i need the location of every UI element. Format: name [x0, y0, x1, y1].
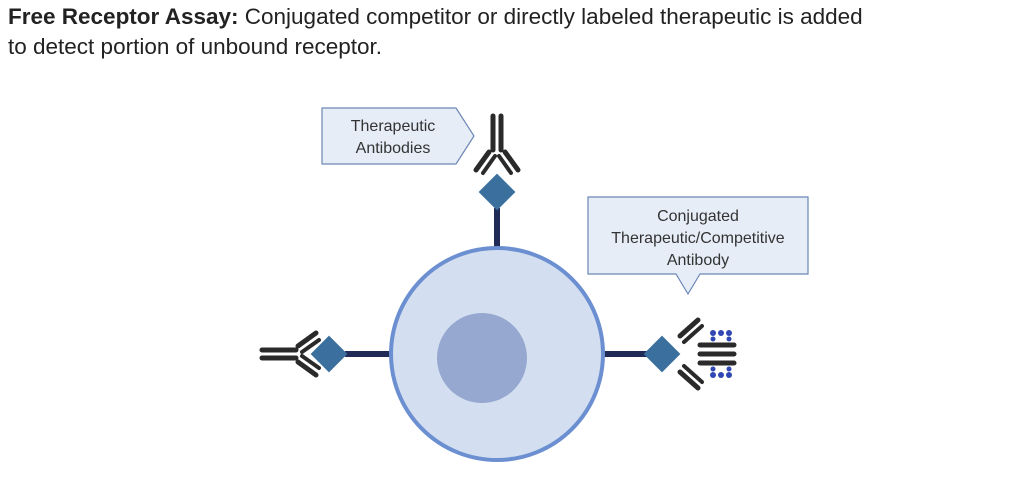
- cell-nucleus: [437, 313, 527, 403]
- therapeutic-antibodies-callout: Therapeutic Antibodies: [321, 107, 475, 165]
- callout-conjugated-line3: Antibody: [667, 252, 729, 269]
- therapeutic-antibody-top: [473, 113, 521, 175]
- receptor-left: [310, 335, 348, 373]
- conjugate-label-icon: [710, 330, 732, 378]
- therapeutic-antibody-left: [259, 330, 321, 378]
- assay-title: Free Receptor Assay: Conjugated competit…: [8, 2, 1028, 62]
- callout-conjugated-line1: Conjugated: [657, 208, 739, 225]
- assay-title-text: Conjugated competitor or directly labele…: [238, 4, 863, 29]
- receptor-stems: [345, 208, 648, 357]
- receptor-right: [643, 335, 681, 373]
- receptor-top: [478, 173, 516, 211]
- callout-conjugated-line2: Therapeutic/Competitive: [611, 230, 785, 247]
- assay-title-line2: to detect portion of unbound receptor.: [8, 34, 383, 59]
- conjugated-antibody-right: [677, 317, 737, 391]
- assay-title-bold: Free Receptor Assay:: [8, 4, 239, 29]
- callout-therapeutic-line1: Therapeutic: [351, 118, 436, 135]
- conjugated-antibody-callout: Conjugated Therapeutic/Competitive Antib…: [587, 196, 809, 296]
- callout-therapeutic-line2: Antibodies: [356, 140, 431, 157]
